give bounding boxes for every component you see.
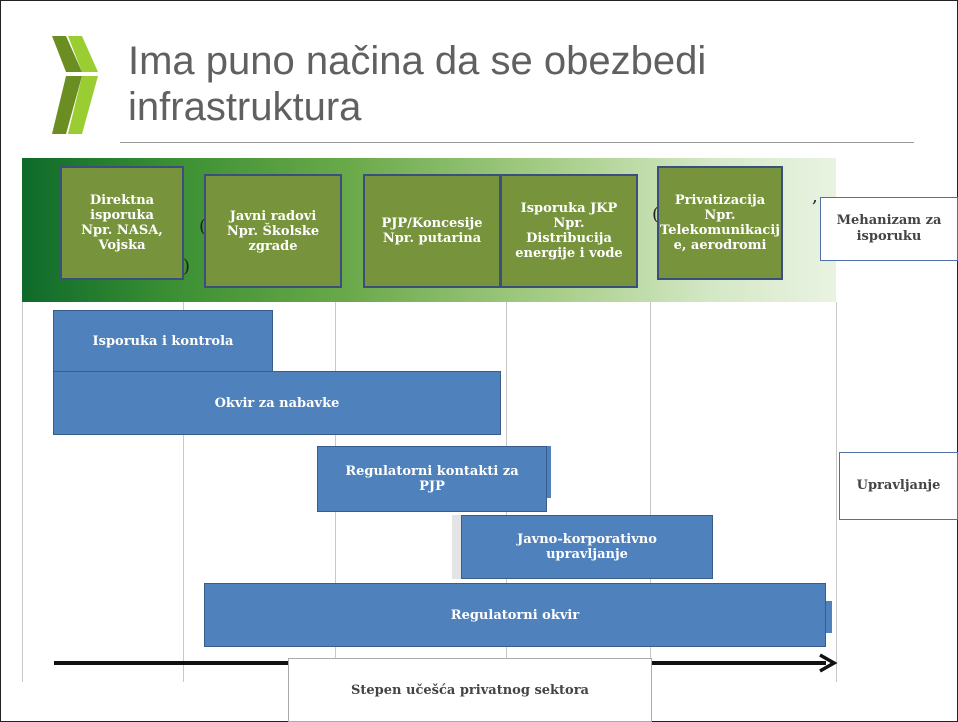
bar-ppp-regulatory-contracts: Regulatorni kontakti za PJP — [317, 446, 547, 512]
bar-procurement-framework: Okvir za nabavke — [53, 371, 501, 435]
column-divider — [650, 302, 651, 682]
arrow-right-icon — [819, 653, 838, 673]
mechanism-privatization: Privatizacija Npr. Telekomunikacij e, ae… — [657, 166, 783, 280]
bracket-mark-icon: ( — [199, 216, 207, 237]
mechanism-ppp-concession: PJP/Koncesije Npr. putarina — [363, 174, 501, 288]
column-divider — [22, 302, 23, 682]
delivery-mechanism-label: Mehanizam za isporuku — [820, 197, 958, 261]
bracket-mark-icon: ( — [652, 204, 660, 225]
bar-shadow — [823, 601, 832, 633]
bar-corporate-governance: Javno-korporativno upravljanje — [461, 515, 713, 579]
bar-regulatory-framework: Regulatorni okvir — [204, 583, 826, 647]
mechanism-direct-delivery: Direktna isporuka Npr. NASA, Vojska — [60, 166, 184, 280]
governance-label: Upravljanje — [839, 452, 958, 520]
chevron-logo-icon — [52, 36, 98, 134]
mechanism-utility-delivery: Isporuka JKP Npr. Distribucija energije … — [500, 174, 638, 288]
title-divider — [120, 142, 914, 143]
bar-shadow — [545, 446, 551, 498]
mechanism-public-works: Javni radovi Npr. Školske zgrade — [204, 174, 342, 288]
bracket-mark-icon: , — [812, 186, 818, 207]
axis-label: Stepen učešća privatnog sektora — [288, 658, 652, 722]
column-divider — [183, 302, 184, 682]
bracket-mark-icon: ) — [183, 256, 191, 277]
page-title: Ima puno načina da se obezbedi infrastru… — [128, 39, 707, 129]
bar-delivery-control: Isporuka i kontrola — [53, 310, 273, 372]
column-divider — [836, 302, 837, 682]
